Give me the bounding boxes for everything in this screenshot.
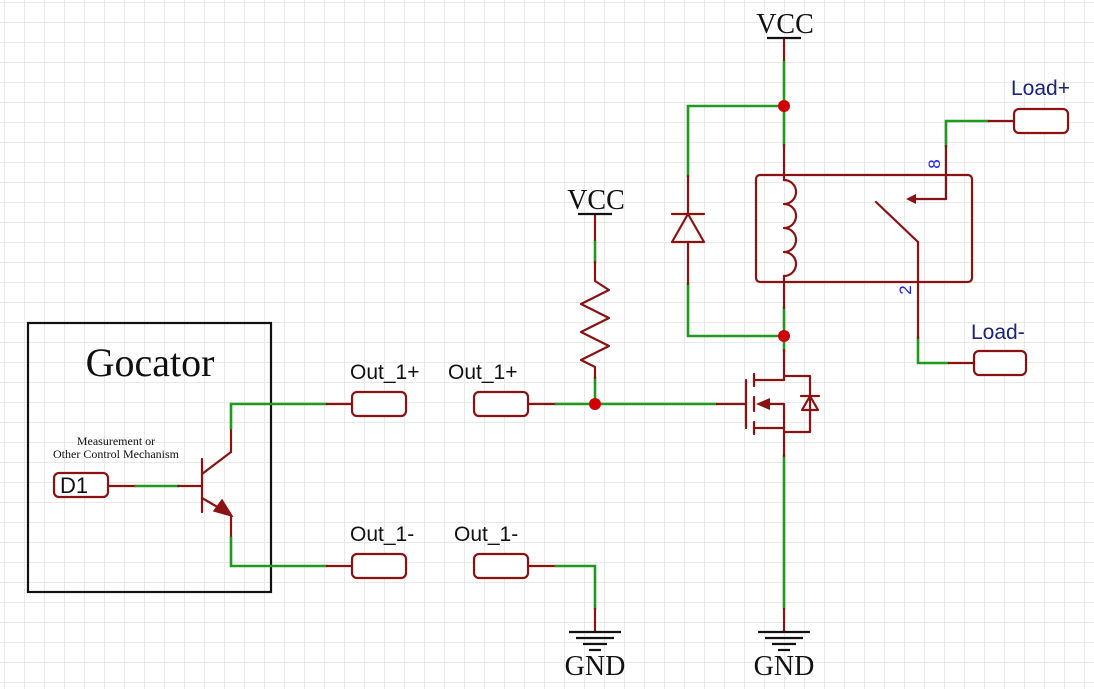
relay-pin-2-label: 2 (896, 285, 915, 294)
junction-drain-diode (778, 330, 790, 342)
load-negative-label: Load- (971, 321, 1025, 344)
out-pos-left-port[interactable]: Out_1+ (350, 361, 419, 418)
load-positive-label: Load+ (1011, 77, 1070, 100)
n-mosfet[interactable] (744, 348, 821, 458)
body-diode-loop (782, 374, 812, 434)
out-neg-left-port[interactable]: Out_1- (350, 523, 414, 580)
emitter-arrow (212, 498, 234, 518)
wires (229, 38, 1014, 632)
relay[interactable]: 8 2 (754, 143, 974, 340)
vcc-top-symbol[interactable]: VCC (756, 9, 814, 40)
relay-coil (782, 178, 798, 278)
pullup-resistor[interactable] (579, 260, 611, 380)
collector-lead (200, 450, 233, 476)
flyback-diode[interactable] (670, 174, 706, 286)
load-negative-port[interactable]: Load- (971, 321, 1028, 377)
gocator-block-outline (26, 321, 273, 594)
out-neg-right-label: Out_1- (454, 523, 518, 546)
wire-collector-out-pos (229, 402, 328, 430)
out-pos-right-shape (472, 390, 530, 418)
d1-port[interactable]: D1 (52, 471, 110, 499)
relay-outline (754, 173, 974, 284)
body-diode-triangle (800, 394, 820, 412)
gnd-right-symbol[interactable]: GND (754, 630, 815, 682)
npn-transistor[interactable] (108, 426, 234, 540)
out-pos-left-label: Out_1+ (350, 361, 419, 384)
junctions (589, 100, 790, 410)
out-pos-right-label: Out_1+ (448, 361, 517, 384)
block-caption-line2: Other Control Mechanism (53, 447, 180, 461)
out-neg-right-port[interactable]: Out_1- (454, 523, 530, 580)
gnd-left-symbol[interactable]: GND (565, 630, 626, 682)
relay-pin-8-label: 8 (925, 159, 944, 168)
d1-port-label: D1 (60, 473, 88, 498)
vcc-pullup-label: VCC (567, 185, 625, 216)
out-pos-left-shape (350, 390, 408, 418)
wire-diode-drain (686, 282, 786, 338)
wire-vcc-diode (686, 104, 786, 178)
gnd-left-label: GND (565, 651, 626, 682)
wire-out-neg-gnd (554, 564, 597, 610)
load-positive-port[interactable]: Load+ (1011, 77, 1070, 135)
junction-gate-pullup (589, 398, 601, 410)
wire-relay-load-pos (944, 119, 990, 148)
gocator-title: Gocator (86, 340, 215, 385)
wire-emitter-out-neg (229, 536, 328, 568)
load-positive-shape (1012, 107, 1070, 135)
vcc-top-label: VCC (756, 9, 814, 40)
diode-triangle (670, 212, 706, 244)
resistor-zigzag (579, 260, 611, 380)
gnd-right-label: GND (754, 651, 815, 682)
load-negative-shape (972, 349, 1028, 377)
out-pos-right-port[interactable]: Out_1+ (448, 361, 530, 418)
gocator-block[interactable]: Gocator Measurement or Other Control Mec… (26, 321, 273, 594)
mosfet-arrow (756, 398, 770, 410)
relay-contact-arrow (906, 194, 916, 204)
vcc-pullup-symbol[interactable]: VCC (567, 185, 625, 216)
block-caption-line1: Measurement or (77, 434, 155, 448)
out-neg-left-shape (350, 552, 408, 580)
out-neg-left-label: Out_1- (350, 523, 414, 546)
junction-vcc-diode (778, 100, 790, 112)
relay-switch-blade (874, 200, 920, 244)
out-neg-right-shape (472, 552, 530, 580)
wire-relay-load-neg (916, 336, 950, 365)
